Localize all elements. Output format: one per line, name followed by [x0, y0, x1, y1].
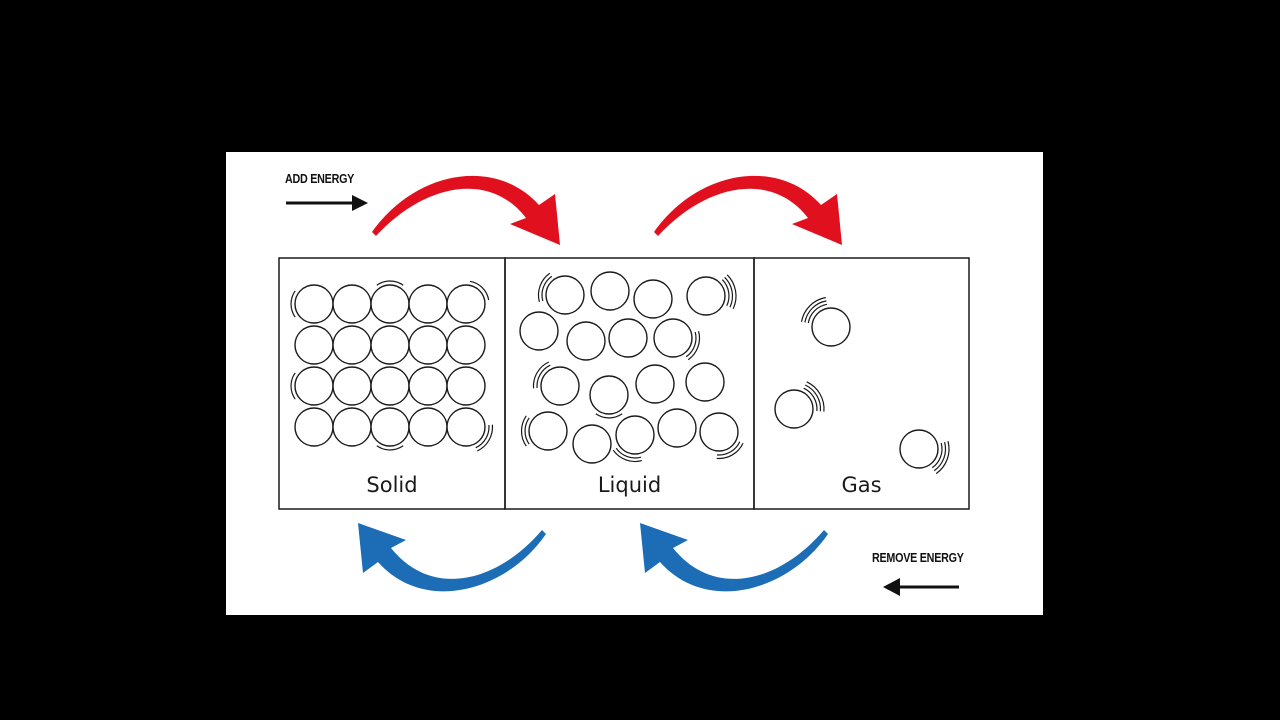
vibration-mark	[933, 441, 947, 472]
melting-arrow-icon	[372, 175, 560, 245]
particle	[572, 424, 612, 464]
particle	[589, 375, 629, 415]
particle	[774, 389, 814, 429]
vibration-mark	[724, 276, 734, 308]
add-energy-label: ADD ENERGY	[285, 172, 355, 186]
add-energy-arrow-icon	[286, 195, 368, 211]
particle	[615, 415, 655, 455]
vibration-mark	[935, 441, 950, 475]
vibration-mark	[541, 275, 553, 302]
remove-energy-arrow-icon	[883, 578, 959, 596]
particle	[294, 407, 334, 447]
particle	[685, 362, 725, 402]
particle	[408, 325, 448, 365]
particle	[635, 364, 675, 404]
freezing-arrow-icon	[358, 523, 546, 592]
particle	[657, 408, 697, 448]
vibration-mark	[532, 361, 550, 389]
particle	[633, 279, 673, 319]
particle	[370, 366, 410, 406]
gas-label: Gas	[841, 473, 882, 497]
particle	[566, 321, 606, 361]
vibration-mark	[806, 381, 825, 412]
particle	[446, 407, 486, 447]
vibration-mark	[475, 424, 490, 449]
particle	[446, 284, 486, 324]
vibration-mark	[595, 413, 623, 419]
particle	[408, 366, 448, 406]
vibration-mark	[726, 274, 737, 309]
particle	[545, 275, 585, 315]
condensing-arrow-icon	[640, 523, 828, 592]
particle	[370, 325, 410, 365]
liquid-label: Liquid	[597, 473, 662, 497]
diagram-graphics	[278, 175, 970, 596]
vibration-mark	[687, 330, 701, 361]
vibration-mark	[376, 280, 404, 286]
particle	[811, 307, 851, 347]
states-of-matter-diagram: ADD ENERGY REMOVE ENERGY Solid Liquid Ga…	[226, 152, 1043, 615]
particle	[332, 407, 372, 447]
vibration-mark	[537, 272, 551, 303]
vibration-mark	[476, 424, 494, 452]
particle	[370, 407, 410, 447]
vibration-mark	[612, 449, 643, 463]
vibration-mark	[469, 280, 490, 301]
gas-particles	[774, 296, 950, 475]
vibration-mark	[803, 387, 818, 412]
vibration-mark	[685, 331, 697, 358]
solid-label: Solid	[366, 473, 418, 497]
particle	[332, 284, 372, 324]
particle	[332, 325, 372, 365]
particle	[699, 412, 739, 452]
particle	[370, 284, 410, 324]
liquid-particles	[519, 271, 744, 464]
vibration-mark	[615, 447, 642, 459]
vibration-mark	[931, 442, 943, 469]
particle	[294, 325, 334, 365]
particle	[686, 276, 726, 316]
particle	[332, 366, 372, 406]
vibration-mark	[376, 445, 404, 451]
particle	[519, 311, 559, 351]
vibration-mark	[524, 417, 530, 445]
vibration-mark	[520, 415, 527, 447]
particle	[408, 407, 448, 447]
vibration-mark	[716, 442, 744, 460]
particle	[528, 411, 568, 451]
vaporizing-arrow-icon	[654, 175, 842, 245]
gas-box	[753, 257, 970, 510]
particle	[540, 366, 580, 406]
vibration-mark	[536, 364, 551, 389]
particle	[408, 284, 448, 324]
vibration-mark	[290, 290, 296, 318]
particle	[653, 318, 693, 358]
particle	[294, 366, 334, 406]
vibration-mark	[807, 303, 828, 324]
particle	[590, 271, 630, 311]
particle	[899, 429, 939, 469]
vibration-mark	[716, 441, 741, 456]
remove-energy-label: REMOVE ENERGY	[872, 551, 964, 565]
vibration-mark	[290, 372, 296, 400]
particle	[446, 366, 486, 406]
vibration-mark	[721, 279, 730, 306]
particle	[608, 318, 648, 358]
solid-particles	[290, 280, 494, 452]
vibration-mark	[804, 300, 827, 323]
vibration-mark	[804, 384, 822, 412]
vibration-mark	[800, 296, 826, 322]
particle	[294, 284, 334, 324]
particle	[446, 325, 486, 365]
